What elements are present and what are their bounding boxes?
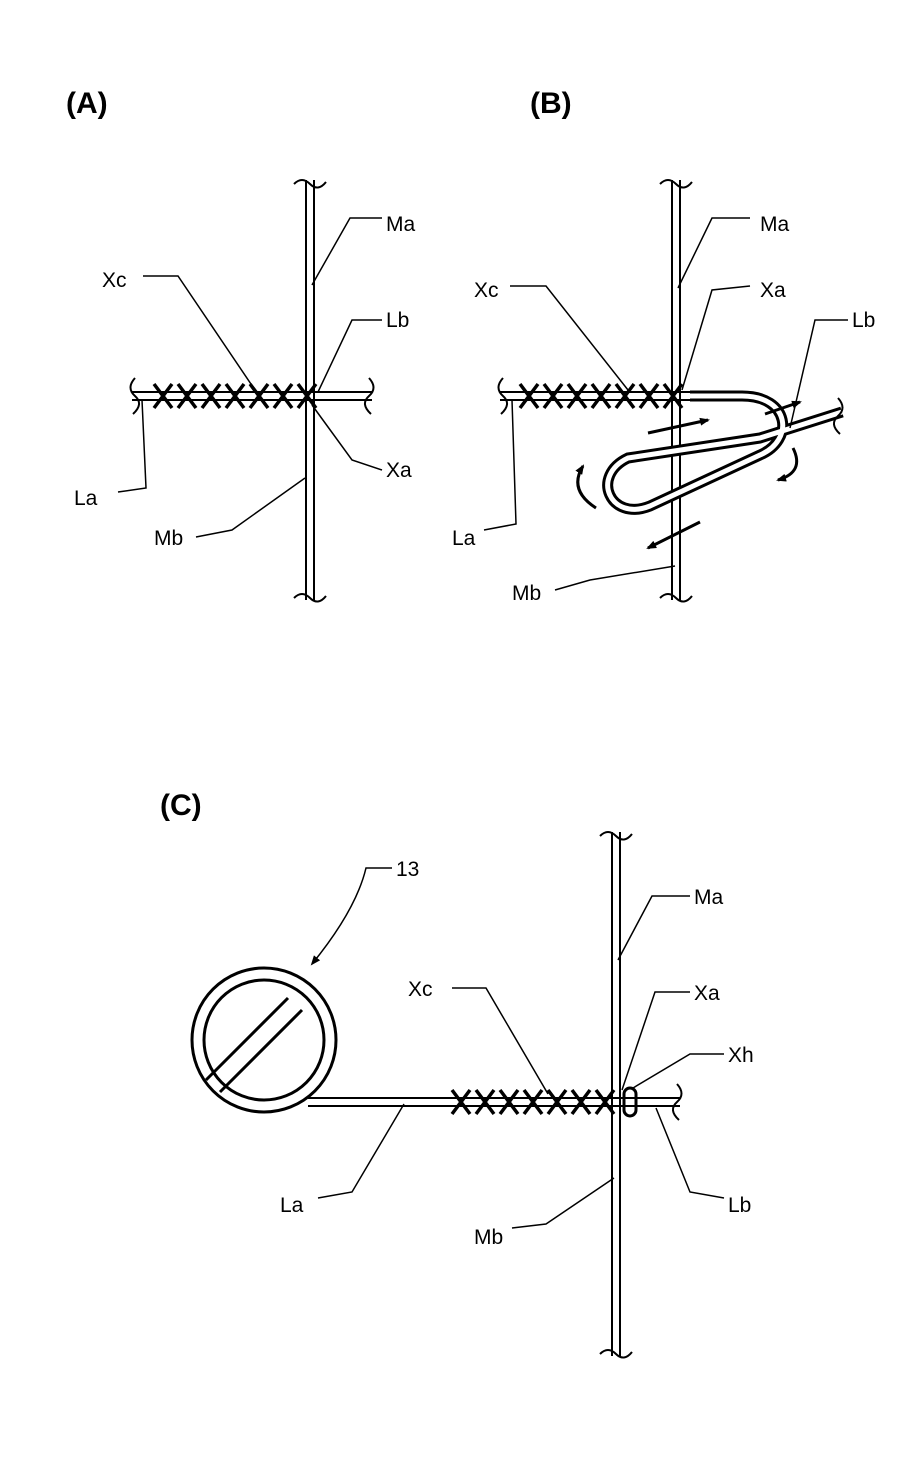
panel-c-title: (C) bbox=[160, 789, 202, 822]
break-mark-bottom bbox=[659, 593, 693, 603]
label-xa: Xa bbox=[760, 279, 786, 302]
panel-a: (A) Ma Xc Lb Xa La M bbox=[66, 87, 415, 603]
panel-b: (B) bbox=[452, 87, 875, 605]
leader-lines bbox=[117, 217, 383, 538]
label-xc: Xc bbox=[102, 269, 127, 292]
label-lb: Lb bbox=[386, 309, 409, 332]
wire-lb-loop bbox=[602, 390, 844, 515]
label-xc: Xc bbox=[474, 279, 499, 302]
label-ma: Ma bbox=[760, 213, 789, 236]
label-ma: Ma bbox=[694, 886, 723, 909]
label-mb: Mb bbox=[474, 1226, 503, 1249]
label-xh: Xh bbox=[728, 1044, 754, 1067]
motion-arrows bbox=[575, 400, 802, 550]
label-mb: Mb bbox=[154, 527, 183, 550]
label-lb: Lb bbox=[728, 1194, 751, 1217]
break-mark-left bbox=[497, 377, 508, 415]
ring-13 bbox=[190, 966, 338, 1114]
label-la: La bbox=[452, 527, 476, 550]
break-mark-right bbox=[672, 1083, 683, 1121]
hook-xh bbox=[622, 1086, 638, 1118]
panel-a-title: (A) bbox=[66, 87, 108, 120]
twist-xc bbox=[518, 382, 684, 410]
rotate-arrow-left bbox=[575, 464, 597, 510]
label-la: La bbox=[280, 1194, 304, 1217]
label-ref: 13 bbox=[396, 858, 419, 881]
arrow-pull-down bbox=[646, 520, 701, 550]
arrow-pull-right bbox=[647, 417, 710, 435]
panel-b-title: (B) bbox=[530, 87, 572, 120]
label-xa: Xa bbox=[694, 982, 720, 1005]
arrow-outer-right bbox=[764, 400, 802, 416]
break-mark-top bbox=[293, 179, 327, 189]
rotate-arrow-right bbox=[776, 447, 799, 482]
leader-lines bbox=[483, 217, 848, 591]
break-mark-left bbox=[129, 377, 140, 415]
break-mark-right bbox=[364, 377, 375, 415]
label-xa: Xa bbox=[386, 459, 412, 482]
break-mark-top bbox=[599, 831, 633, 841]
wire-m bbox=[599, 831, 633, 1359]
break-mark-bottom bbox=[599, 1349, 633, 1359]
panel-c: (C) 13 bbox=[160, 789, 754, 1359]
label-ma: Ma bbox=[386, 213, 415, 236]
wire-l bbox=[308, 1083, 683, 1121]
label-xc: Xc bbox=[408, 978, 433, 1001]
reference-13: 13 bbox=[310, 858, 419, 966]
label-lb: Lb bbox=[852, 309, 875, 332]
twist-xc bbox=[152, 382, 318, 410]
break-mark-top bbox=[659, 179, 693, 189]
twist-xc bbox=[450, 1088, 616, 1116]
leader-lines bbox=[317, 895, 725, 1229]
wire-m bbox=[659, 179, 693, 603]
break-mark-right bbox=[833, 397, 844, 435]
wire-m bbox=[293, 179, 327, 603]
label-la: La bbox=[74, 487, 98, 510]
label-mb: Mb bbox=[512, 582, 541, 605]
wire-l bbox=[129, 377, 375, 415]
break-mark-bottom bbox=[293, 593, 327, 603]
